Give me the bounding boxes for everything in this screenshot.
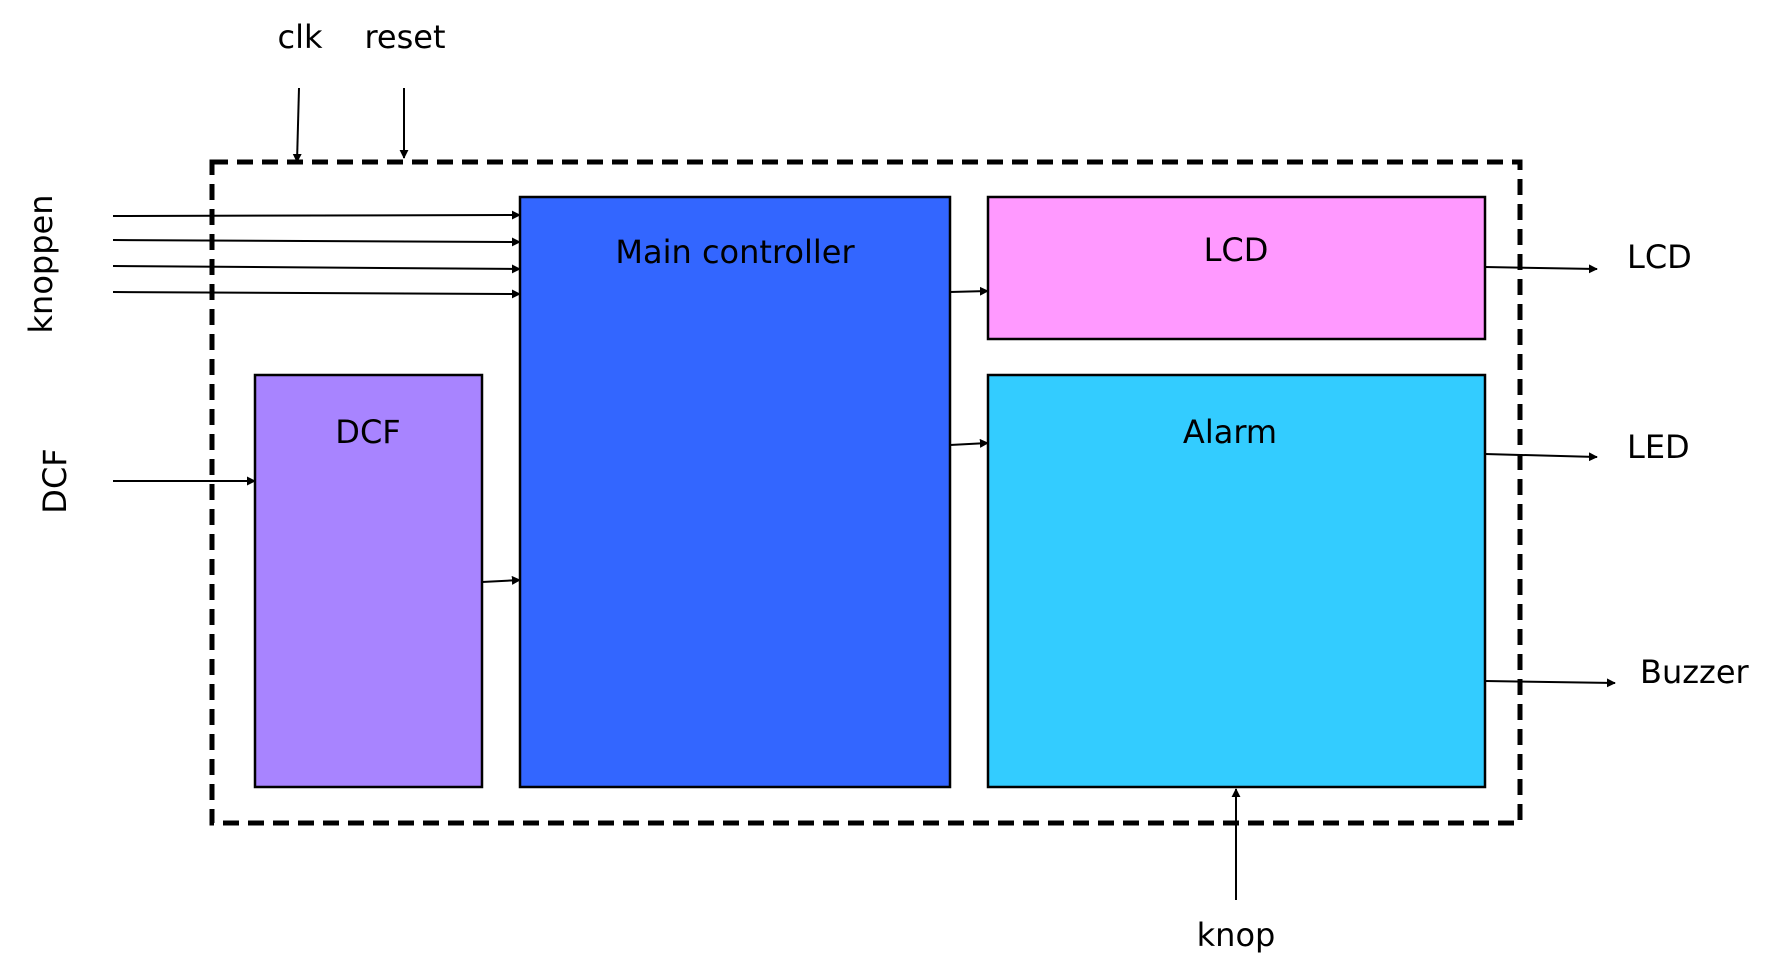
alarm-block-title: Alarm [1183,413,1277,451]
buzzer-output-wire [1484,678,1616,688]
lcd-block-title: LCD [1204,231,1269,269]
buzzer-output-label: Buzzer [1640,653,1750,691]
knoppen-wire-4 [112,289,521,299]
dcf-block: DCF [253,373,484,789]
main-controller-block-rect [518,195,952,789]
main-to-alarm-wire [949,438,989,448]
knoppen-wire-1 [112,210,521,220]
knoppen-wire-2 [112,237,521,247]
knoppen-wire-3 [112,264,521,274]
dcf-block-rect [253,373,484,789]
dcf-to-main-wire [481,575,521,585]
main-controller-block-title: Main controller [615,233,855,271]
clk-label: clk [277,18,322,56]
lcd-block: LCD [986,195,1487,341]
lcd-block-rect [986,195,1487,341]
led-output-wire [1484,452,1598,462]
main-to-lcd-wire [949,286,989,296]
main-controller-block: Main controller [518,195,952,789]
system-boundary [209,159,1523,826]
lcd-output-label: LCD [1627,238,1692,276]
lcd-output-wire [1484,264,1598,274]
reset-label: reset [364,18,445,56]
dcf-input-label: DCF [36,448,74,513]
clk-wire [292,87,302,163]
knoppen-label: knoppen [22,195,60,334]
led-output-label: LED [1627,428,1690,466]
alarm-block-rect [986,373,1487,789]
dcf-block-title: DCF [335,413,400,451]
alarm-block: Alarm [986,373,1487,789]
knop-label: knop [1197,916,1276,954]
